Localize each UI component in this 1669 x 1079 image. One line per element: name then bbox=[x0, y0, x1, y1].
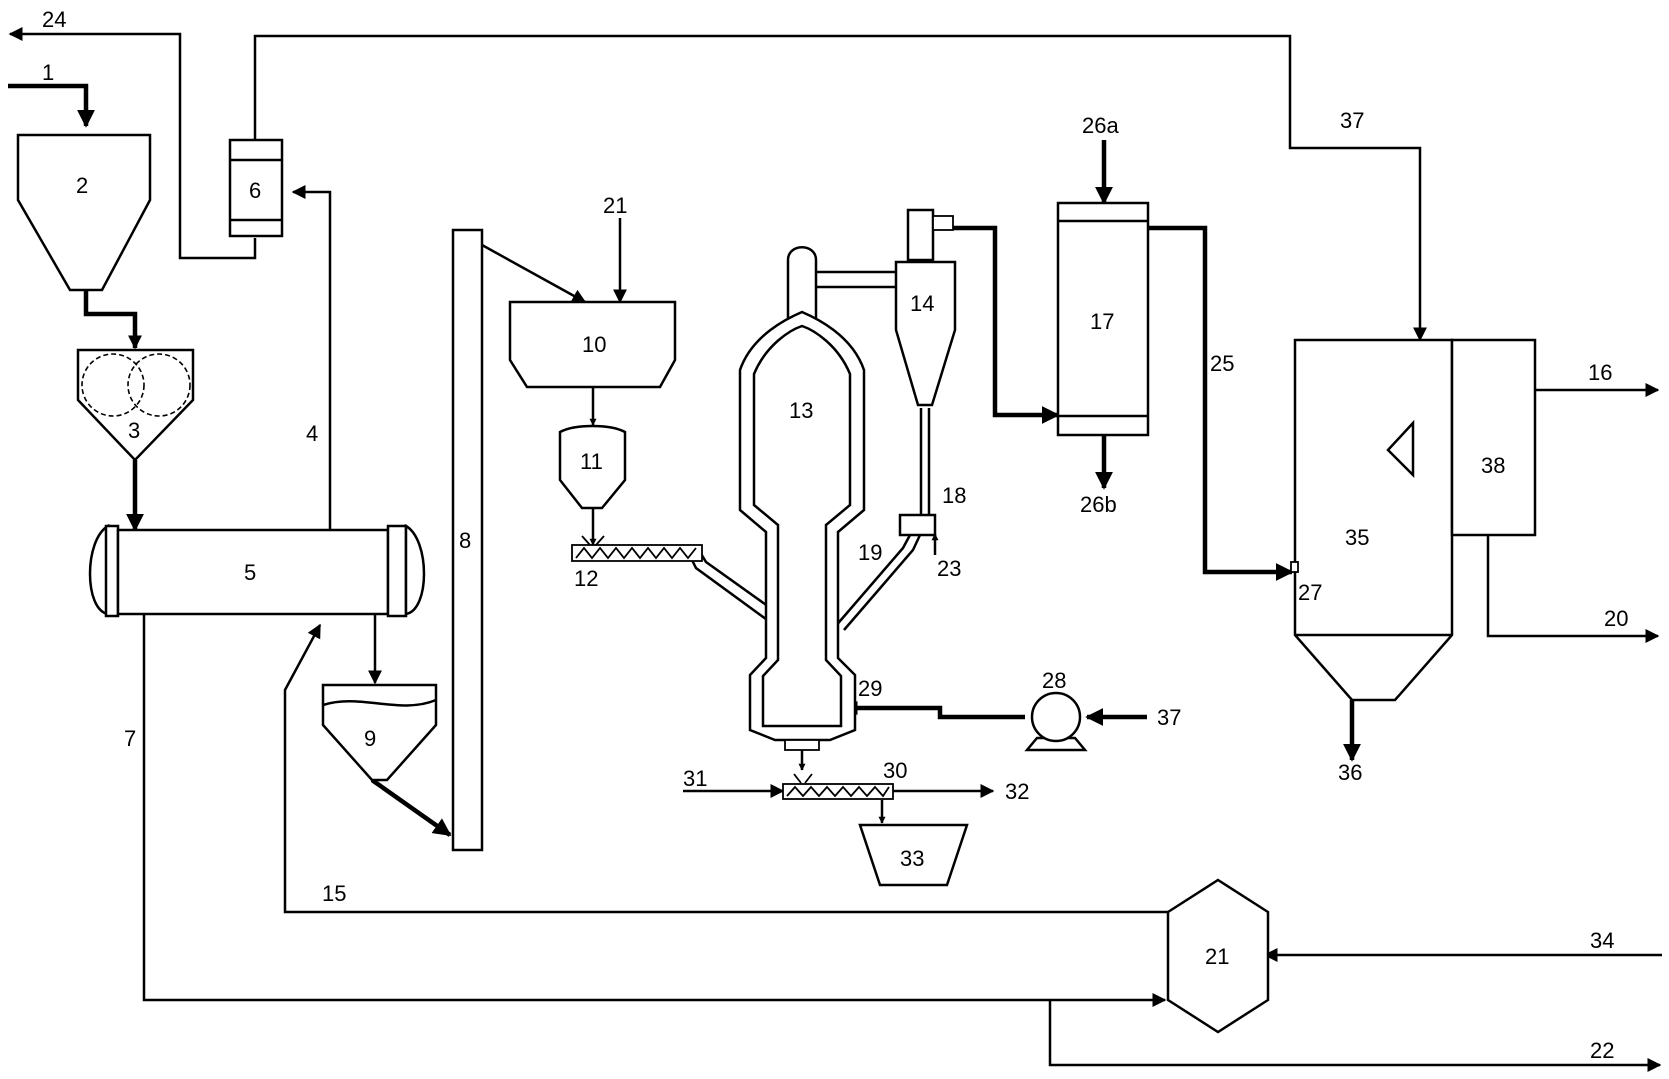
label-25: 25 bbox=[1210, 351, 1234, 376]
stream-15-line bbox=[283, 623, 1170, 914]
label-27: 27 bbox=[1298, 580, 1322, 605]
crusher-roll-left bbox=[81, 353, 145, 417]
reactor-13-inner bbox=[752, 324, 852, 728]
stream-24-line bbox=[8, 27, 257, 260]
label-11: 11 bbox=[580, 449, 603, 474]
hopper-to-crusher-line bbox=[83, 290, 142, 350]
label-28: 28 bbox=[1042, 668, 1066, 693]
furnace-35 bbox=[1293, 338, 1454, 702]
dryer-5-left-flange bbox=[104, 524, 120, 618]
condenser-17 bbox=[1056, 201, 1150, 437]
label-7: 7 bbox=[124, 726, 136, 751]
stream-7-line bbox=[142, 614, 1167, 1007]
stream-lines bbox=[8, 27, 1662, 1072]
tank-9 bbox=[321, 683, 438, 782]
label-1: 1 bbox=[42, 60, 54, 85]
label-13: 13 bbox=[789, 398, 813, 423]
label-8: 8 bbox=[459, 528, 471, 553]
label-5: 5 bbox=[244, 560, 256, 585]
reactor-13-bottom-valve bbox=[784, 739, 820, 751]
screw-12-inlet-funnel bbox=[581, 535, 605, 546]
crusher-roll-right bbox=[127, 353, 191, 417]
equipment bbox=[16, 133, 1537, 1034]
label-35: 35 bbox=[1345, 525, 1369, 550]
label-4: 4 bbox=[306, 421, 318, 446]
label-22: 22 bbox=[1590, 1038, 1614, 1063]
hopper-2 bbox=[16, 133, 152, 292]
tank-9-liquid-level bbox=[322, 698, 437, 707]
label-29: 29 bbox=[858, 676, 882, 701]
screw-30-inlet-funnel bbox=[793, 773, 813, 784]
label-37-top: 37 bbox=[1340, 108, 1364, 133]
heat-exchanger-21 bbox=[1166, 878, 1270, 1034]
screw-30-flights bbox=[786, 785, 890, 798]
label-26a: 26a bbox=[1082, 113, 1119, 138]
cyclone-14-vortex-finder bbox=[906, 208, 935, 262]
screw-to-reactor-line-a bbox=[688, 555, 771, 624]
dryer-5-right-cap bbox=[404, 523, 426, 616]
label-17: 17 bbox=[1090, 309, 1114, 334]
dryer-5 bbox=[116, 528, 390, 616]
label-36: 36 bbox=[1338, 760, 1362, 785]
label-15: 15 bbox=[322, 881, 346, 906]
label-21-stream: 21 bbox=[603, 193, 627, 218]
tank-to-elevator-line bbox=[370, 778, 452, 837]
label-16: 16 bbox=[1588, 360, 1612, 385]
label-10: 10 bbox=[582, 332, 606, 357]
label-2: 2 bbox=[76, 173, 88, 198]
bin-33 bbox=[858, 823, 969, 887]
stream-25-line bbox=[1146, 225, 1294, 581]
blower-to-reactor-line bbox=[843, 701, 1025, 720]
valve-18 bbox=[898, 513, 937, 537]
stream-37-top-line bbox=[253, 34, 1427, 342]
feeder-11 bbox=[558, 424, 627, 510]
label-6: 6 bbox=[249, 178, 261, 203]
stream-19-line-a bbox=[833, 534, 912, 629]
label-34: 34 bbox=[1590, 928, 1614, 953]
reactor-13-outer bbox=[738, 310, 866, 742]
label-37-blower: 37 bbox=[1157, 705, 1181, 730]
stream-22-line bbox=[1048, 1000, 1662, 1072]
label-18: 18 bbox=[942, 483, 966, 508]
furnace-35-port-27 bbox=[1290, 561, 1299, 573]
stream-19-line-b bbox=[843, 534, 922, 631]
cyclone-14-outlet-stub bbox=[932, 215, 954, 231]
cyclone-14 bbox=[894, 260, 957, 407]
label-38: 38 bbox=[1481, 453, 1505, 478]
elevator-8 bbox=[451, 228, 484, 852]
dryer-5-right-flange bbox=[386, 524, 408, 618]
elevator-to-bin-line bbox=[481, 243, 587, 304]
stream-1-line bbox=[8, 83, 95, 128]
blower-28 bbox=[1030, 691, 1082, 743]
reactor-13-top-bulb bbox=[786, 246, 818, 324]
bin-10 bbox=[508, 300, 677, 389]
furnace-35-baffle bbox=[1386, 419, 1415, 479]
label-20: 20 bbox=[1604, 606, 1628, 631]
label-24: 24 bbox=[42, 7, 66, 32]
label-14: 14 bbox=[910, 291, 934, 316]
label-23: 23 bbox=[937, 556, 961, 581]
label-31: 31 bbox=[683, 766, 707, 791]
label-33: 33 bbox=[900, 846, 924, 871]
label-21-exchanger: 21 bbox=[1205, 944, 1229, 969]
screw-12-flights bbox=[575, 546, 697, 560]
label-30: 30 bbox=[883, 758, 907, 783]
screw-to-reactor-line-b bbox=[698, 551, 777, 614]
label-19: 19 bbox=[858, 540, 882, 565]
cyclone-to-condenser-line bbox=[935, 225, 1060, 424]
exchanger-38 bbox=[1450, 338, 1537, 537]
label-12: 12 bbox=[574, 566, 598, 591]
label-9: 9 bbox=[364, 726, 376, 751]
stream-20-line bbox=[1486, 535, 1660, 643]
labels: 1 24 2 3 6 4 5 7 8 9 15 21 10 11 12 13 1… bbox=[42, 7, 1628, 1063]
label-26b: 26b bbox=[1080, 492, 1117, 517]
label-3: 3 bbox=[128, 418, 140, 443]
stream-4-line bbox=[291, 185, 332, 534]
label-32: 32 bbox=[1005, 779, 1029, 804]
